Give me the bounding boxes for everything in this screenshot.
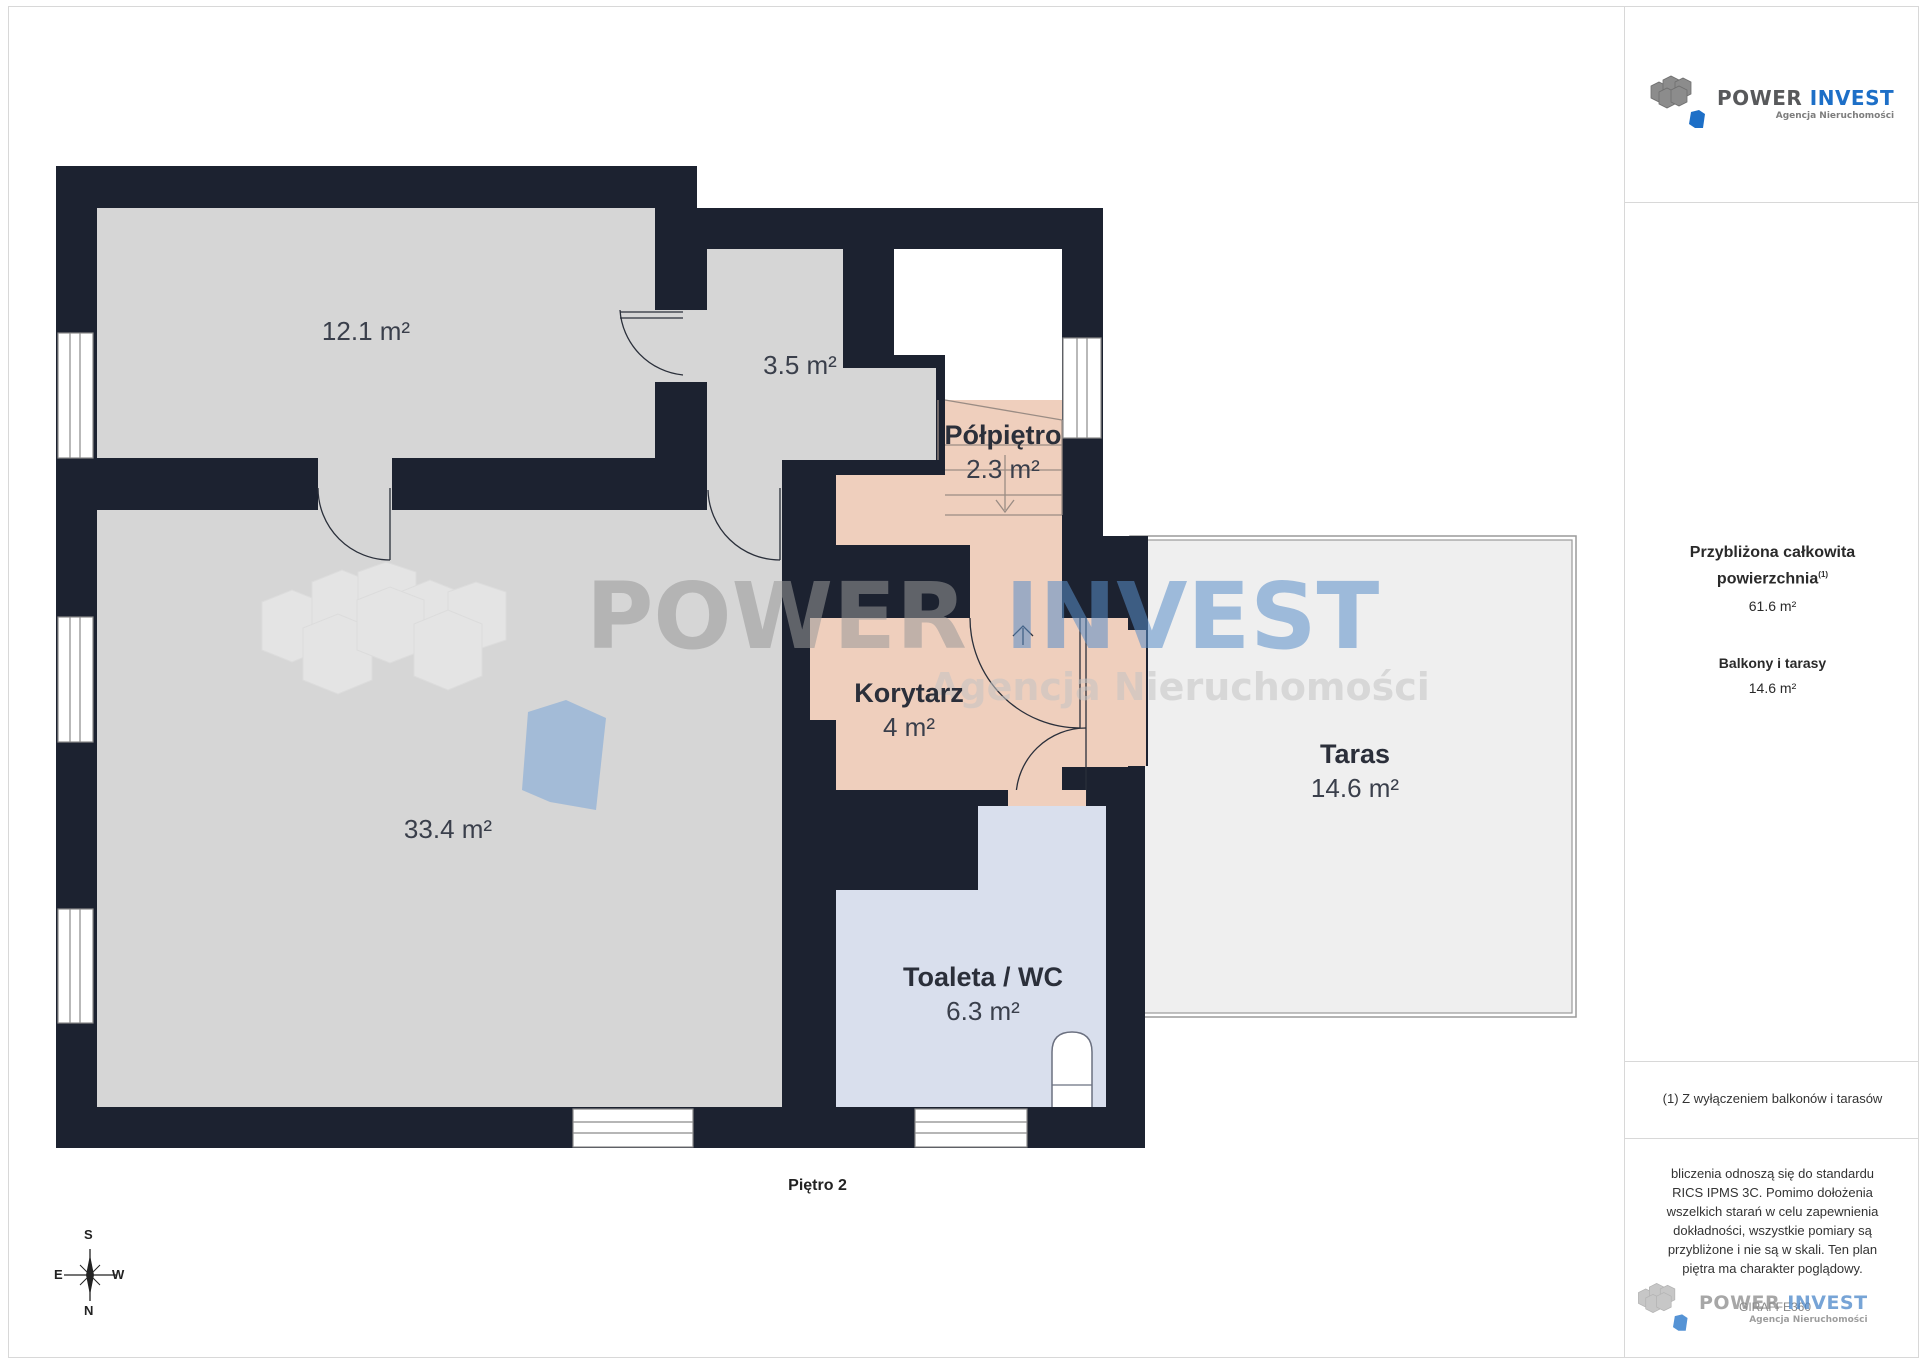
room-3-5-label: 3.5 m² [700,348,900,382]
balcony-block: Balkony i tarasy 14.6 m² [1625,652,1920,698]
room-12-label: 12.1 m² [266,314,466,348]
logo-power-small: POWER [1699,1291,1781,1314]
toaleta-name: Toaleta / WC [902,962,1063,992]
watermark-tagline: Agencja Nieruchomości [930,665,1430,709]
balcony-title: Balkony i tarasy [1718,655,1827,671]
korytarz-name: Korytarz [854,678,964,708]
room-3-5-area: 3.5 m² [763,350,837,380]
doors [317,309,1146,806]
room-33-area: 33.4 m² [403,814,493,844]
taras-name: Taras [1319,739,1391,769]
korytarz-area: 4 m² [883,712,935,742]
logo-cubes-icon [1650,75,1705,128]
watermark-invest: INVEST [1005,563,1380,670]
watermark: POWER INVEST Agencja Nieruchomości [261,561,1430,810]
rooms [97,208,1128,1107]
windows [57,332,1102,1148]
watermark-cubes-icon [261,561,606,810]
total-area-title-line1: Przybliżona całkowita [1689,544,1856,561]
sidebar-divider-mid [1625,1061,1919,1062]
stairs [937,399,1063,516]
stair-void [894,249,1062,419]
logo-cubes-icon-small [1638,1283,1688,1331]
balcony-value: 14.6 m² [1748,680,1797,696]
compass-west: W [112,1267,125,1282]
disclaimer-text: bliczenia odnoszą się do standardu RICS … [1666,1166,1879,1276]
room-12-floor [97,208,655,458]
logo-invest-small: INVEST [1787,1291,1868,1314]
total-area-title-line2: powierzchnia [1716,570,1819,588]
floor-plan: POWER INVEST Agencja Nieruchomości [56,166,1577,1148]
room-33-floor [97,510,782,1107]
room-3-5-floor [707,249,936,460]
polpietro-name: Półpiętro [944,420,1062,450]
brand-logo: POWER INVEST Agencja Nieruchomości [1645,70,1894,136]
footnote-text: (1) Z wyłączeniem balkonów i tarasów [1662,1091,1883,1106]
compass-rose-icon [64,1249,116,1301]
floor-label: Piętro 2 [788,1177,847,1194]
korytarz-label: Korytarz 4 m² [809,676,1009,744]
taras-label: Taras 14.6 m² [1255,737,1455,805]
toaleta-area: 6.3 m² [946,996,1020,1026]
sidebar-divider-bottom [1625,1138,1919,1139]
logo-power: POWER [1717,85,1803,110]
logo-tagline: Agencja Nieruchomości [1775,110,1895,121]
total-area-footnote-mark: (1) [1818,570,1829,579]
compass-east: E [54,1267,63,1282]
logo-tagline-small: Agencja Nieruchomości [1749,1314,1868,1325]
brand-logo-watermark: POWER INVEST Agencja Nieruchomości [1633,1276,1868,1340]
page-frame [8,6,1919,1358]
room-12-area: 12.1 m² [321,316,411,346]
watermark-power: POWER [586,563,967,670]
polpietro-area: 2.3 m² [966,454,1040,484]
korytarz-floor [810,545,1128,790]
toilet-fixture [1051,1031,1093,1107]
sidebar-divider-top [1625,202,1919,203]
room-33-label: 33.4 m² [348,812,548,846]
credit-text: GIRAFFE360 [1738,1300,1812,1314]
toaleta-label: Toaleta / WC 6.3 m² [853,960,1113,1028]
total-area-value: 61.6 m² [1748,598,1797,615]
toaleta-floor [836,806,1106,1107]
compass-south: S [84,1227,93,1242]
total-area-block: Przybliżona całkowita powierzchnia(1) 61.… [1625,542,1920,616]
taras-area: 14.6 m² [1310,773,1400,803]
compass-north: N [84,1303,94,1318]
logo-invest: INVEST [1809,85,1895,110]
terrace [1129,535,1577,1018]
compass: S N E W [50,1227,130,1318]
polpietro-label: Półpiętro 2.3 m² [903,418,1103,486]
sidebar: POWER INVEST Agencja Nieruchomości Przyb… [1624,6,1919,1358]
